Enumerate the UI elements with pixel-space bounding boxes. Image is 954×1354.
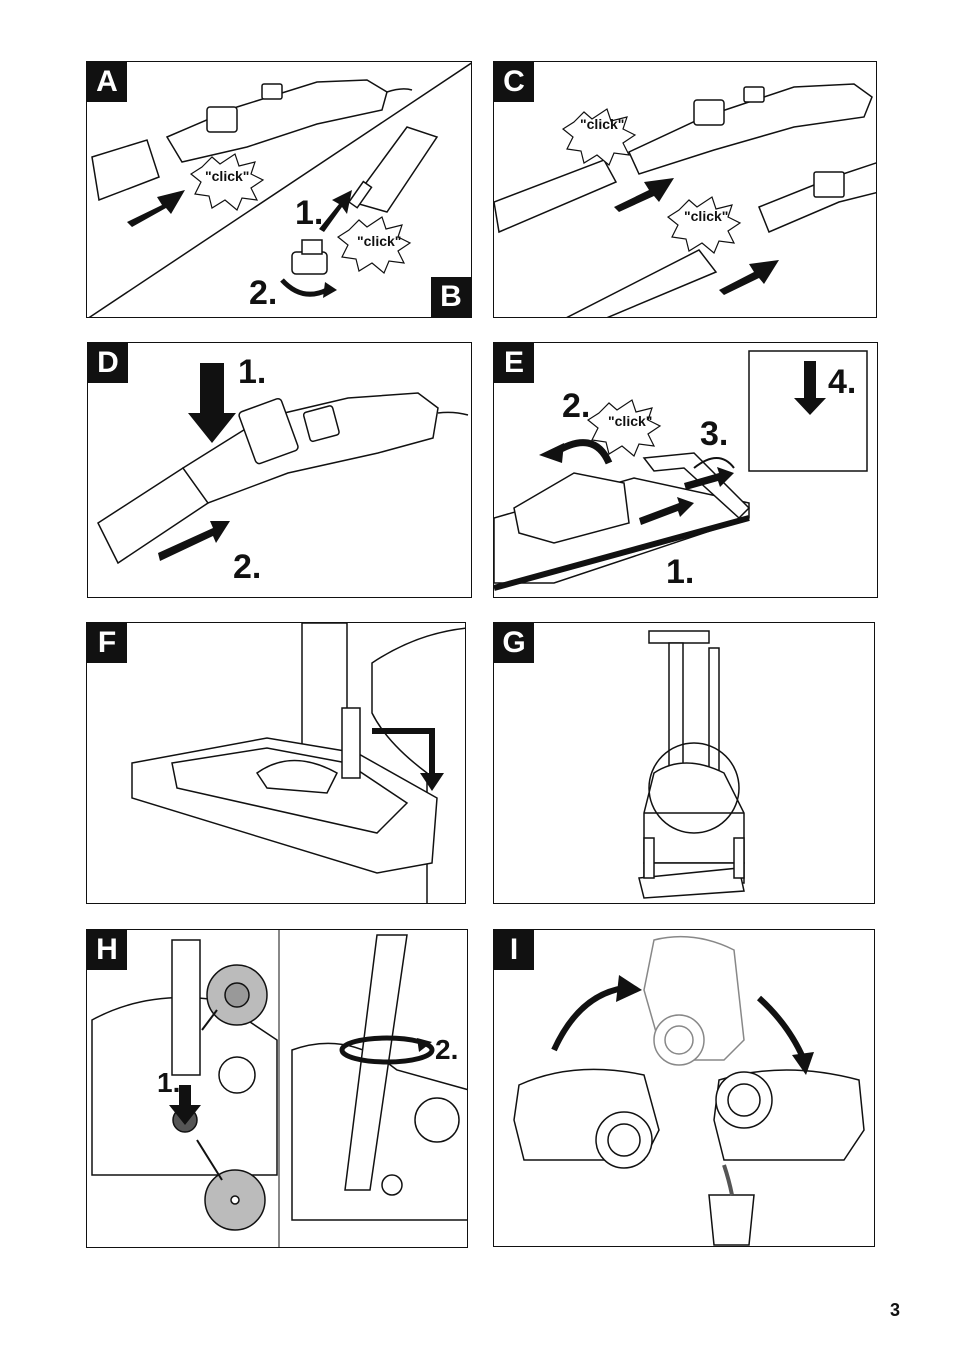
figure-panel-c: C "click" "click" xyxy=(493,61,877,318)
figure-panel-f: F xyxy=(86,622,466,904)
step-2-e: 2. xyxy=(562,387,591,425)
step-1-h: 1. xyxy=(157,1067,181,1098)
panel-label-e: E xyxy=(494,343,534,383)
figure-panel-g: G xyxy=(493,622,875,904)
step-1-d: 1. xyxy=(238,353,267,391)
step-3-e: 3. xyxy=(700,415,729,453)
panel-label-i: I xyxy=(494,930,534,970)
click-label-c1: "click" xyxy=(580,116,625,132)
panel-label-c: C xyxy=(494,62,534,102)
panel-label-h: H xyxy=(87,930,127,970)
click-label-b: "click" xyxy=(357,233,402,249)
figure-panel-i: I xyxy=(493,929,875,1247)
step-1-e: 1. xyxy=(666,553,695,591)
figure-panel-h: H 1. 2. xyxy=(86,929,468,1248)
click-label-a: "click" xyxy=(205,168,250,184)
panel-label-f: F xyxy=(87,623,127,663)
figure-panel-d: D 1. 2. xyxy=(87,342,472,598)
step-2-h: 2. xyxy=(435,1034,459,1065)
click-label-c2: "click" xyxy=(684,208,729,224)
step-4-e: 4. xyxy=(828,363,857,401)
panel-label-d: D xyxy=(88,343,128,383)
step-2-d: 2. xyxy=(233,548,262,586)
illustration-h xyxy=(91,930,467,1247)
page-number: 3 xyxy=(889,1300,900,1320)
click-label-e: "click" xyxy=(608,413,653,429)
illustration-e xyxy=(494,350,868,591)
panel-label-b: B xyxy=(431,277,471,317)
figure-panel-e: E "click" 2. 3. 4. 1. xyxy=(493,342,878,598)
step-2-b: 2. xyxy=(249,274,278,312)
illustration-d xyxy=(97,363,469,565)
illustration-a-b xyxy=(88,62,471,317)
panel-label-g: G xyxy=(494,623,534,663)
illustration-g xyxy=(638,630,745,899)
illustration-c xyxy=(494,83,876,317)
figure-panel-a-b: A B "click" "click" 1. 2. xyxy=(86,61,472,318)
illustration-f xyxy=(131,623,465,903)
step-1-b: 1. xyxy=(295,194,324,232)
panel-label-a: A xyxy=(87,62,127,102)
illustration-i xyxy=(513,935,865,1246)
